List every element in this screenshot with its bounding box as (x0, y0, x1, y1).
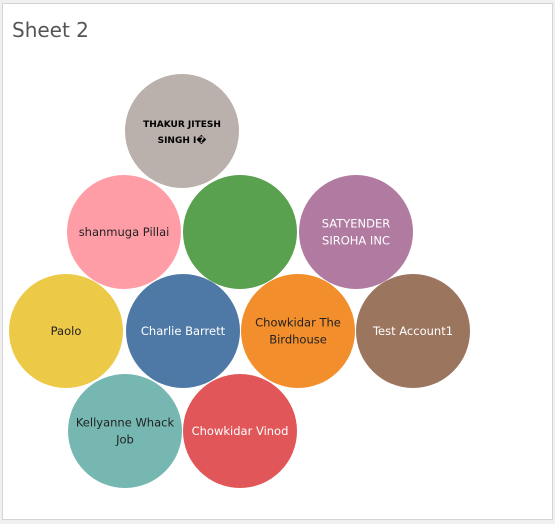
sheet-title: Sheet 2 (12, 18, 89, 42)
bubble-label: shanmuga Pillai (79, 225, 170, 239)
bubble-label: Test Account1 (372, 324, 453, 338)
bubble[interactable] (9, 274, 123, 388)
bubble[interactable] (356, 274, 470, 388)
bubble[interactable] (183, 175, 297, 289)
bubble[interactable] (126, 274, 240, 388)
bubble[interactable] (299, 175, 413, 289)
bubble-label: Chowkidar Vinod (192, 424, 289, 438)
bubble[interactable] (241, 274, 355, 388)
bubble[interactable] (125, 74, 239, 188)
bubble[interactable] (68, 374, 182, 488)
bubble-label: Paolo (51, 324, 82, 338)
bubble[interactable] (67, 175, 181, 289)
bubble[interactable] (183, 374, 297, 488)
bubble-label: Charlie Barrett (141, 324, 226, 338)
